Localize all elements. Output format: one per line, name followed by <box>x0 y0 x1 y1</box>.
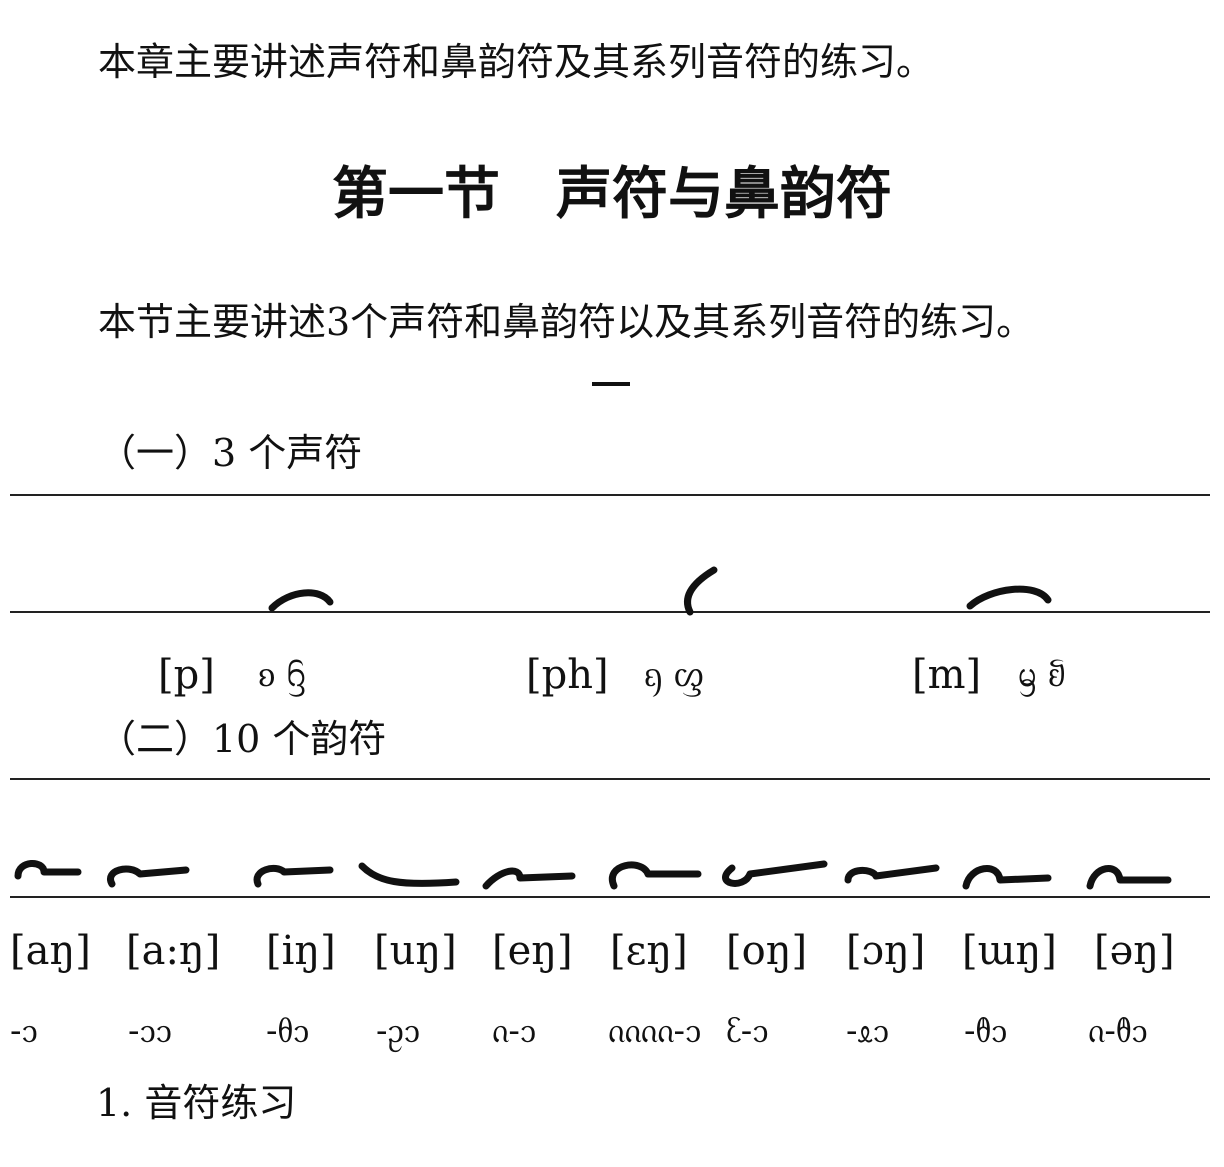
rhyme-ipa: [ɛŋ] <box>610 928 688 974</box>
rhyme-script: -ᦲᦱ <box>266 1011 310 1051</box>
stroke-rhyme <box>844 864 940 884</box>
rhyme-ipa: [əŋ] <box>1094 928 1175 974</box>
ruled-line <box>10 778 1210 780</box>
consonant-ipa: [m] <box>912 652 982 698</box>
chapter-intro: 本章主要讲述声符和鼻韵符及其系列音符的练习。 <box>98 40 935 84</box>
rhyme-script: -ᦱᦱ <box>128 1011 172 1051</box>
rhyme-ipa: [iŋ] <box>266 928 336 974</box>
stroke-rhyme <box>482 867 576 890</box>
stroke-rhyme <box>107 865 190 888</box>
stroke-rhyme <box>608 861 702 890</box>
stroke-rhyme <box>1086 865 1172 890</box>
stroke-rhyme <box>253 865 334 888</box>
rhyme-ipa: [ɯŋ] <box>962 928 1057 974</box>
consonant-ipa: [p] <box>158 652 215 698</box>
stroke-ph <box>684 566 718 616</box>
ruled-line <box>10 494 1210 496</box>
part-marker-dash <box>592 382 630 386</box>
rhyme-script: -ᦱ <box>10 1011 38 1051</box>
consonant-script: ᦏ ᦐ <box>644 654 704 695</box>
rhyme-script: -ᦸᦱ <box>846 1011 889 1051</box>
rhyme-ipa: [ɔŋ] <box>846 928 926 974</box>
consonant-script: ᦙ ᦚ <box>1018 654 1066 695</box>
sub2-title: （二）10 个韵符 <box>98 717 387 761</box>
stroke-rhyme <box>962 865 1052 890</box>
section-intro: 本节主要讲述3个声符和鼻韵符以及其系列音符的练习。 <box>98 300 1035 344</box>
rhyme-ipa: [uŋ] <box>374 928 457 974</box>
consonant-strokes <box>268 566 1052 616</box>
rhyme-script: -ᦳᦱ <box>376 1011 420 1051</box>
consonant-ipa: [ph] <box>526 652 609 698</box>
ruled-line <box>10 896 1210 898</box>
consonant-script: ᦈ ᦌ <box>258 654 307 695</box>
rhyme-script: ᦵ-ᦱ <box>492 1011 537 1051</box>
rhyme-ipa: [oŋ] <box>726 928 808 974</box>
rhyme-script: -ᦹᦱ <box>964 1011 1008 1051</box>
stroke-rhyme <box>358 862 460 887</box>
rhyme-ipa: [eŋ] <box>492 928 573 974</box>
stroke-rhyme <box>14 860 82 880</box>
stroke-rhyme <box>722 860 828 887</box>
rhyme-ipa: [aŋ] <box>10 928 91 974</box>
rhyme-ipa: [a:ŋ] <box>126 928 221 974</box>
rhyme-script: ᦷ-ᦱ <box>726 1011 769 1051</box>
rhyme-script: ᦶᦶ-ᦱ <box>608 1011 702 1051</box>
exercise-title: 1. 音符练习 <box>96 1081 297 1125</box>
rhyme-script: ᦵ-ᦹᦱ <box>1088 1011 1148 1051</box>
section-title: 第一节 声符与鼻韵符 <box>332 161 892 227</box>
rhyme-strokes <box>14 860 1172 890</box>
ruled-line <box>10 611 1210 613</box>
stroke-m <box>966 585 1052 610</box>
stroke-p <box>268 589 334 612</box>
sub1-title: （一）3 个声符 <box>98 431 363 475</box>
